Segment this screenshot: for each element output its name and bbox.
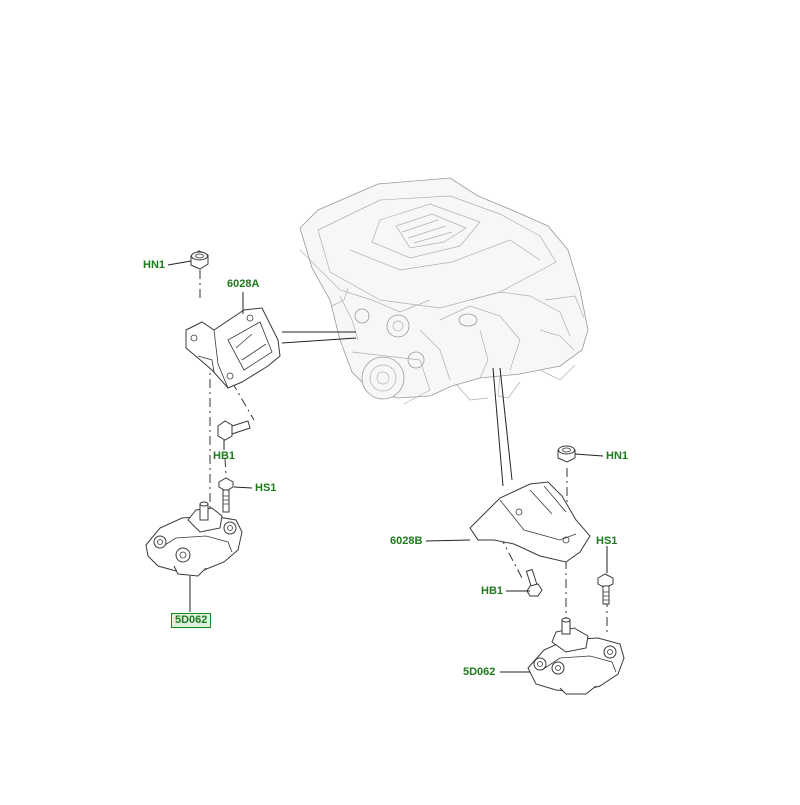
engine-mount-5d062-right-part	[527, 617, 625, 695]
left-mount-assembly	[145, 250, 281, 612]
callout-6028b[interactable]: 6028B	[390, 535, 423, 547]
engine-illustration	[299, 177, 589, 405]
callout-5d062-right[interactable]: 5D062	[463, 666, 496, 678]
callout-hn1-left[interactable]: HN1	[143, 259, 166, 271]
nut-hn1-left-part	[190, 250, 209, 270]
callout-hs1-right[interactable]: HS1	[596, 535, 618, 547]
bracket-6028b-part	[469, 481, 591, 563]
callout-6028a[interactable]: 6028A	[227, 278, 260, 290]
bolt-hb1-right-part	[525, 568, 543, 597]
callout-hs1-left[interactable]: HS1	[255, 482, 277, 494]
callout-hb1-right[interactable]: HB1	[481, 585, 504, 597]
engine-mount-5d062-left-part	[145, 501, 243, 577]
stud-hs1-left-part	[218, 477, 234, 513]
callout-hb1-left[interactable]: HB1	[213, 450, 236, 462]
engine-leader-lines	[281, 331, 513, 487]
callout-5d062-left[interactable]: 5D062	[171, 613, 212, 628]
bolt-hb1-left-part	[217, 420, 251, 441]
right-mount-assembly	[425, 445, 625, 695]
stud-hs1-right-part	[597, 573, 614, 605]
callout-hn1-right[interactable]: HN1	[606, 450, 629, 462]
nut-hn1-right-part	[557, 445, 576, 463]
bracket-6028a-part	[185, 307, 281, 389]
